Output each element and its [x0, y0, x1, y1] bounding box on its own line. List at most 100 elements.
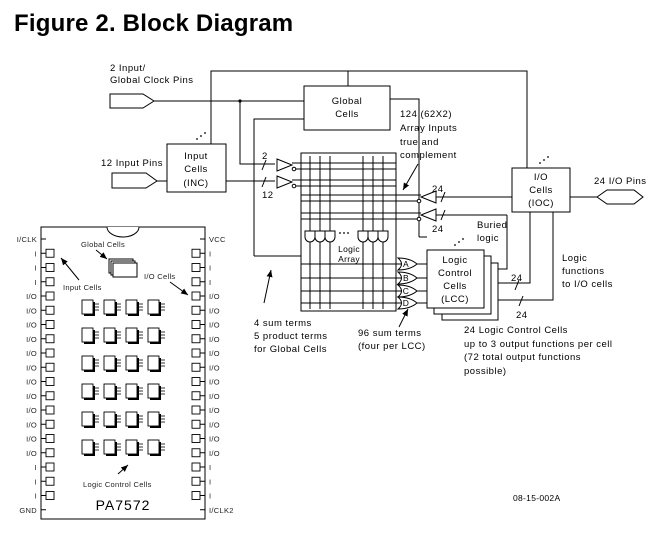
svg-text:I/O: I/O: [534, 172, 548, 183]
lcc-cell-icon: [81, 355, 99, 372]
io-cell-square: [191, 377, 201, 386]
or-gate-label: C: [403, 286, 409, 296]
right-pin-label: I/O: [209, 335, 220, 344]
left-pin-label: I/O: [26, 378, 37, 387]
io-cells-block: I/O Cells (IOC): [511, 156, 571, 213]
right-pin-label: I/O: [209, 420, 220, 429]
io-cell-square: [191, 491, 201, 500]
left-pin-label: I/O: [26, 420, 37, 429]
bus-24-label-4: 24: [516, 310, 528, 321]
global-cells-block: Global Cells: [303, 85, 391, 131]
chip-name: PA7572: [96, 497, 151, 513]
input-cell-square: [45, 419, 55, 429]
lcc-cell-icon: [147, 411, 165, 428]
io-cell-square: [191, 405, 201, 415]
left-pin-label: I/CLK: [17, 235, 37, 244]
lcc-cell-icon: [103, 355, 121, 372]
or-gate: [396, 257, 418, 271]
and-gate: [377, 230, 389, 243]
ellipsis-dot: [347, 232, 349, 234]
svg-text:Input: Input: [184, 151, 208, 162]
lcc-cell-icon: [125, 327, 143, 344]
lcc-grid: [81, 299, 165, 456]
io-pin: 24 I/O Pins: [594, 176, 647, 205]
bus-2-label: 2: [262, 151, 268, 162]
lcc-note-2: up to 3 output functions per cell: [464, 339, 613, 350]
left-pin-label: I/O: [26, 449, 37, 458]
and-gate: [367, 230, 379, 243]
logic-functions-label-1: Logic: [562, 253, 587, 264]
io-cell-square: [191, 277, 201, 287]
input-cells-block: Input Cells (INC): [166, 132, 227, 193]
ellipsis-dot: [339, 232, 341, 234]
svg-text:(INC): (INC): [183, 178, 208, 189]
lcc-note-4: possible): [464, 366, 507, 377]
input-cell-square: [45, 362, 55, 372]
lcc-cell-icon: [81, 383, 99, 400]
lcc-cell-icon: [103, 299, 121, 316]
lcc-cell-icon: [81, 411, 99, 428]
figure-id: 08-15-002A: [513, 493, 560, 503]
io-cell-square: [191, 448, 201, 458]
left-pin-label: I/O: [26, 349, 37, 358]
svg-text:Cells: Cells: [184, 164, 208, 175]
lcc-cell-icon: [147, 383, 165, 400]
input-cell-square: [45, 334, 55, 344]
array-inputs-label-4: complement: [400, 150, 457, 161]
right-pin-label: I/O: [209, 435, 220, 444]
lcc-cell-icon: [125, 383, 143, 400]
logic-array: Logic Array: [300, 152, 404, 312]
right-pin-label: I/O: [209, 406, 220, 415]
right-pin-label: I/O: [209, 349, 220, 358]
global-clock-pins-label-1: 2 Input/: [110, 63, 146, 74]
svg-text:Cells: Cells: [443, 281, 467, 292]
io-cell-square: [191, 248, 201, 258]
bus-12-label: 12: [262, 190, 274, 201]
array-inputs-label-1: 124 (62X2): [400, 109, 452, 120]
left-pin-label: I/O: [26, 335, 37, 344]
left-pin-label: GND: [19, 506, 37, 515]
right-pin-label: I/O: [209, 449, 220, 458]
left-pin-label: I: [35, 264, 37, 273]
bus-24-label-3: 24: [511, 273, 523, 284]
global-clock-pins-label-2: Global Clock Pins: [110, 75, 193, 86]
svg-text:(LCC): (LCC): [441, 294, 469, 305]
logic-control-cells-block: Logic Control Cells (LCC): [426, 238, 499, 321]
svg-text:Global: Global: [332, 96, 362, 107]
io-cell-square: [191, 334, 201, 344]
right-pin-label: I/CLK2: [209, 506, 234, 515]
left-pin-label: I: [35, 477, 37, 486]
input-cell-square: [45, 491, 55, 500]
lcc-cell-icon: [103, 383, 121, 400]
or-gate-label: A: [403, 259, 409, 269]
left-pin-label: I: [35, 463, 37, 472]
annotations: 124 (62X2) Array Inputs true and complem…: [254, 109, 613, 503]
input-cell-square: [45, 405, 55, 415]
io-cell-square: [191, 263, 201, 272]
input-buffers: [276, 158, 437, 222]
global-sum-terms-3: for Global Cells: [254, 344, 327, 355]
left-pin-label: I: [35, 278, 37, 287]
right-pin-label: I/O: [209, 306, 220, 315]
svg-text:Cells: Cells: [529, 185, 553, 196]
bus-24-label-1: 24: [432, 184, 444, 195]
lcc-cell-icon: [147, 299, 165, 316]
left-pin-label: I/O: [26, 406, 37, 415]
input-pin: 12 Input Pins: [101, 158, 162, 189]
svg-text:Control: Control: [438, 268, 472, 279]
lcc-cell-icon: [125, 299, 143, 316]
input-cell-square: [45, 476, 55, 486]
input-cell-square: [45, 377, 55, 386]
array-inputs-label-2: Array Inputs: [400, 123, 457, 134]
buried-logic-label-2: logic: [477, 233, 499, 244]
or-gate-label: D: [403, 298, 409, 308]
input-cell-square: [45, 277, 55, 287]
or-gate-label: B: [403, 273, 409, 283]
right-pin-label: VCC: [209, 235, 226, 244]
io-cell-square: [191, 320, 201, 329]
lcc-cell-icon: [103, 439, 121, 456]
and-gate: [357, 230, 369, 243]
or-gate: [396, 284, 418, 298]
io-pins-label: 24 I/O Pins: [594, 176, 647, 187]
input-cell-square: [45, 462, 55, 472]
